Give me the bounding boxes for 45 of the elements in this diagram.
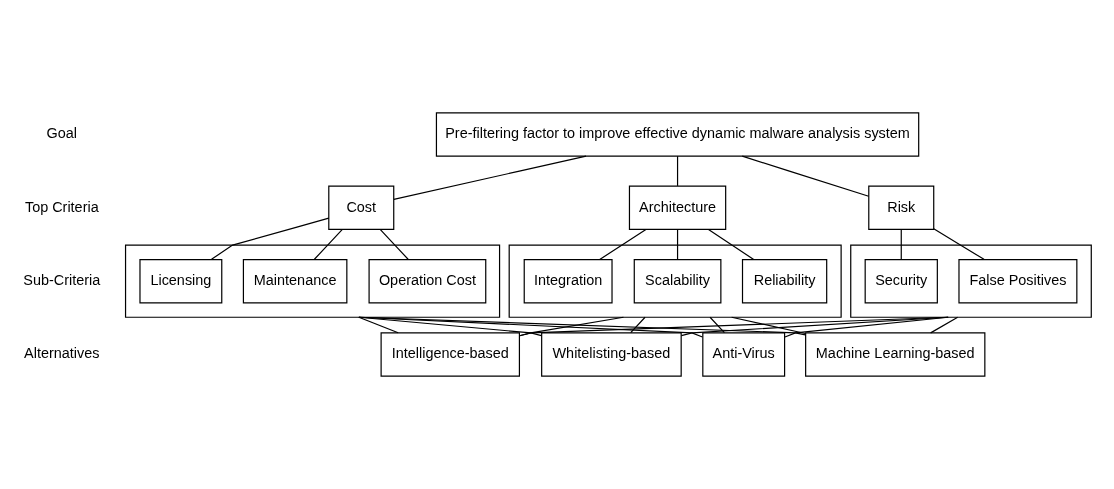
connector bbox=[358, 316, 542, 337]
node-box: Pre-filtering factor to improve effective dynamic malware analysis system bbox=[435, 112, 920, 157]
connector bbox=[358, 316, 399, 334]
node-box: Anti-Virus bbox=[702, 332, 786, 377]
connector bbox=[599, 228, 647, 261]
connector bbox=[630, 316, 646, 334]
label: Top Criteria bbox=[24, 198, 99, 215]
connector bbox=[358, 316, 806, 336]
label: Sub-Criteria bbox=[23, 271, 101, 288]
connector bbox=[930, 316, 959, 334]
connector bbox=[379, 228, 409, 260]
connector bbox=[784, 316, 949, 338]
node-box: Cost bbox=[328, 185, 395, 231]
node-box: Operation Cost bbox=[368, 258, 487, 304]
connector bbox=[676, 228, 679, 260]
connector bbox=[741, 155, 870, 197]
node-box: Maintenance bbox=[242, 258, 348, 304]
node-box: Intelligence-based bbox=[380, 332, 520, 377]
node-box: False Positives bbox=[958, 258, 1078, 304]
connector bbox=[707, 228, 755, 261]
connector bbox=[709, 316, 725, 334]
connector bbox=[519, 316, 949, 337]
connector bbox=[393, 155, 587, 200]
connector bbox=[933, 228, 985, 260]
connector bbox=[358, 316, 704, 338]
connector bbox=[313, 228, 343, 260]
node-box: Integration bbox=[523, 258, 613, 304]
node-box: Reliability bbox=[741, 258, 828, 304]
node-box: Architecture bbox=[628, 185, 727, 231]
node-box: Machine Learning-based bbox=[805, 332, 986, 377]
label: Goal bbox=[46, 125, 78, 142]
cluster bbox=[850, 244, 1092, 318]
connector bbox=[210, 217, 330, 260]
label: Alternatives bbox=[24, 345, 100, 362]
connector bbox=[731, 316, 806, 335]
node-box: Risk bbox=[868, 185, 935, 231]
node-box: Whitelisting-based bbox=[541, 332, 682, 377]
connector bbox=[680, 316, 949, 337]
connector bbox=[676, 155, 679, 187]
node-box: Licensing bbox=[139, 258, 223, 304]
cluster bbox=[508, 244, 842, 318]
node-box: Security bbox=[864, 258, 938, 304]
node-box: Scalability bbox=[633, 258, 722, 304]
cluster bbox=[124, 244, 501, 318]
connector bbox=[900, 228, 902, 260]
